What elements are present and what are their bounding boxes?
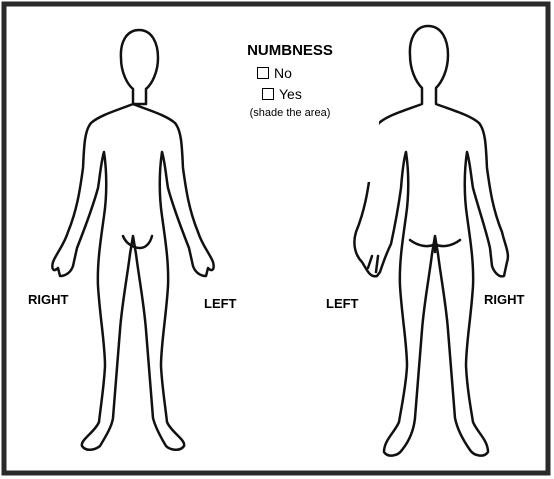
front-right-label: RIGHT xyxy=(22,288,74,354)
yes-label: Yes xyxy=(279,86,302,102)
no-checkbox[interactable] xyxy=(257,67,269,79)
numbness-question-panel: NUMBNESS No Yes (shade the area) xyxy=(201,32,379,182)
front-left-label: LEFT xyxy=(198,292,243,315)
numbness-title: NUMBNESS xyxy=(201,42,379,59)
no-label: No xyxy=(274,65,292,81)
back-left-label: LEFT xyxy=(320,292,365,315)
shade-instruction: (shade the area) xyxy=(201,107,379,119)
yes-option[interactable]: Yes xyxy=(262,86,302,102)
yes-checkbox[interactable] xyxy=(262,88,274,100)
no-option[interactable]: No xyxy=(257,65,292,81)
back-right-label: RIGHT xyxy=(478,288,530,354)
